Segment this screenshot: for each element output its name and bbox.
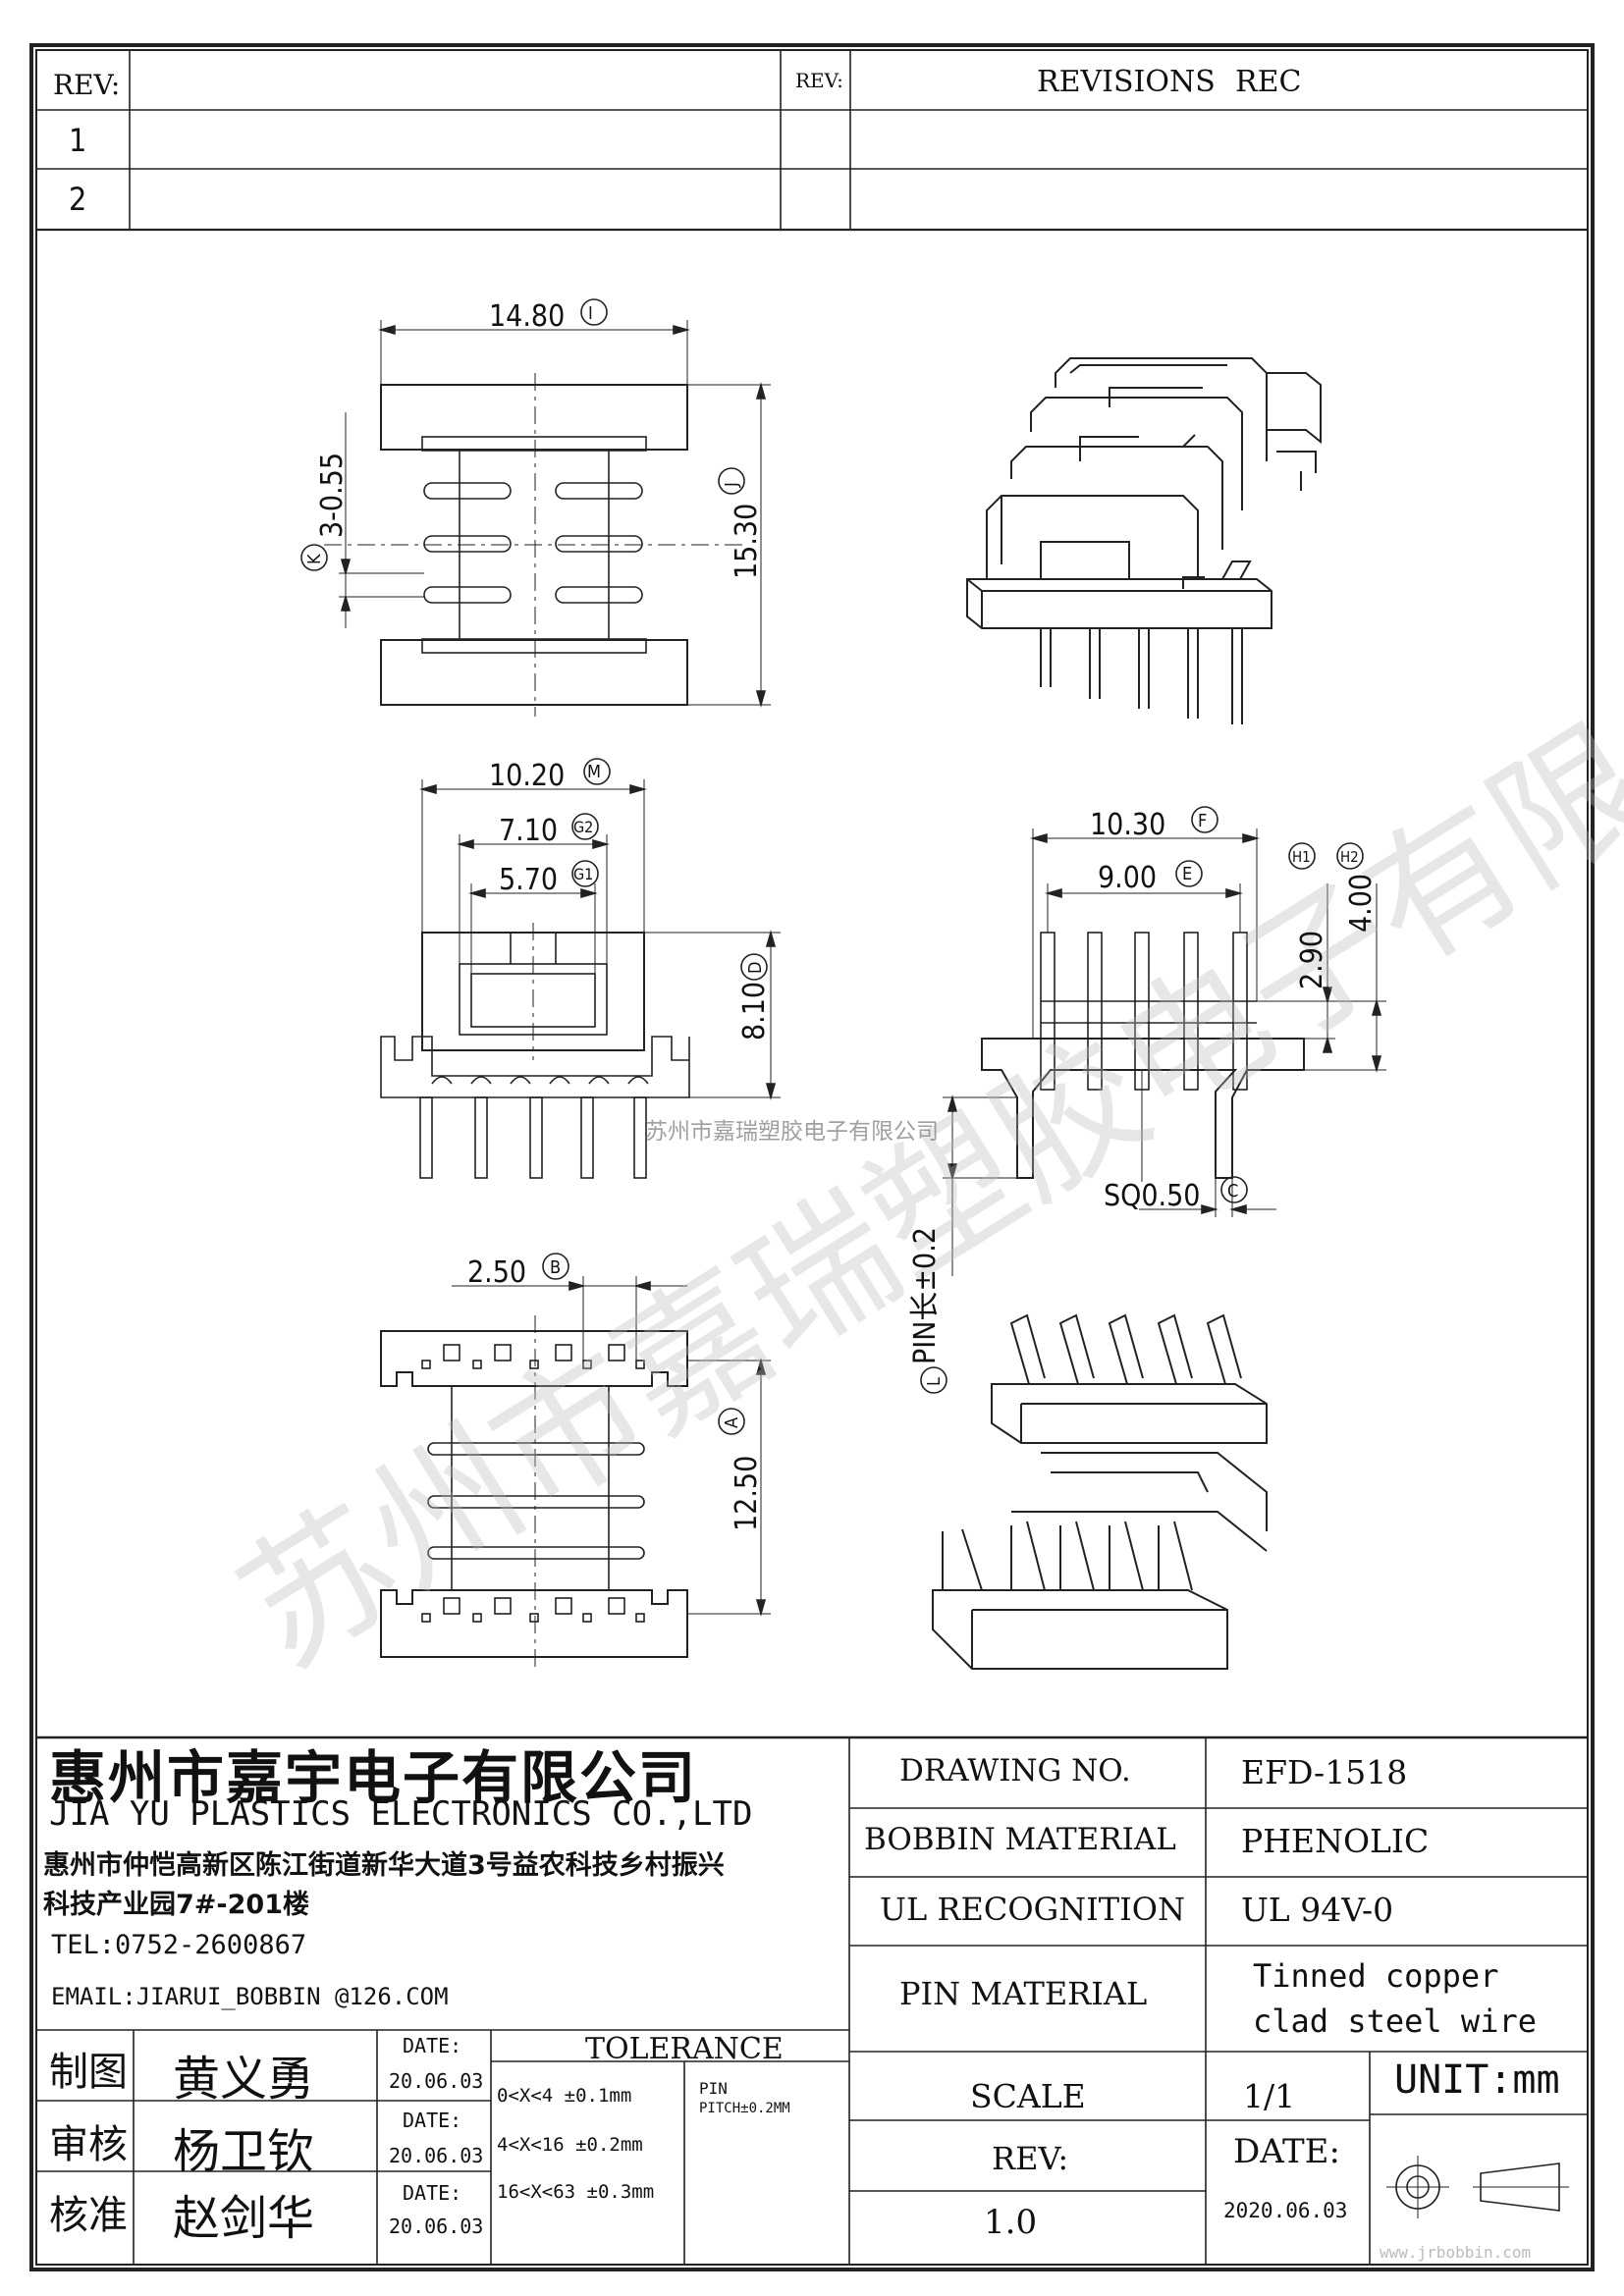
material-value: PHENOLIC: [1241, 1822, 1430, 1860]
pin-material-label: PIN MATERIAL: [899, 1975, 1148, 2012]
drawing-no-value: EFD-1518: [1241, 1753, 1408, 1791]
top-view: [300, 298, 771, 717]
dim-bottom-pitch: 2.50: [467, 1255, 526, 1290]
scale-value: 1/1: [1243, 2077, 1296, 2115]
dim-side-pitch: 9.00: [1098, 861, 1157, 895]
dim-ref: F: [1198, 811, 1207, 831]
dim-ref: E: [1182, 864, 1192, 884]
ul-value: UL 94V-0: [1241, 1891, 1394, 1929]
signoff-date-label: DATE:: [403, 2034, 462, 2057]
dim-side-width: 10.30: [1090, 808, 1165, 842]
dim-ref: I: [588, 303, 593, 324]
revision-grid: [35, 49, 1589, 232]
isometric-view-top: [966, 357, 1322, 724]
dim-ref: G2: [573, 818, 593, 836]
dim-slot: 3-0.55: [315, 453, 350, 538]
dim-pin-square: SQ0.50: [1104, 1179, 1200, 1213]
dim-mid-g2: 7.10: [499, 814, 558, 848]
date-label: DATE:: [1233, 2132, 1340, 2171]
dim-bottom-height: 12.50: [730, 1456, 764, 1531]
dim-side-h1: 2.90: [1295, 931, 1329, 989]
dim-ref: H2: [1340, 848, 1359, 866]
ul-label: UL RECOGNITION: [880, 1891, 1185, 1928]
bottom-view: [380, 1253, 771, 1669]
company-name-en: JIA YU PLASTICS ELECTRONICS CO.,LTD: [49, 1794, 753, 1834]
signoff-name: 赵剑华: [173, 2191, 315, 2246]
watermark-url: www.jrbobbin.com: [1380, 2243, 1531, 2262]
dim-pin-length: PIN长±0.2: [908, 1227, 943, 1364]
signoff-date-label: DATE:: [403, 2181, 462, 2205]
title-block-grid: [35, 1735, 1589, 2266]
rev-label-small: REV:: [795, 69, 843, 92]
inner-border: [35, 49, 1589, 2266]
dim-ref: J: [722, 482, 742, 488]
dim-ref: M: [587, 762, 601, 782]
scale-label: SCALE: [970, 2077, 1086, 2115]
signoff-date: 20.06.03: [389, 2144, 484, 2167]
dim-ref: A: [722, 1417, 742, 1428]
material-label: BOBBIN MATERIAL: [864, 1822, 1176, 1857]
dim-mid-outer: 10.20: [489, 759, 565, 793]
pin-material-line-1: Tinned copper: [1253, 1957, 1499, 1995]
signoff-name: 黄义勇: [173, 2052, 315, 2107]
front-view: [380, 758, 781, 1179]
dim-ref: L: [924, 1377, 945, 1386]
drawing-no-label: DRAWING NO.: [899, 1753, 1131, 1789]
unit-label: UNIT:mm: [1394, 2057, 1560, 2103]
rev-label: REV:: [53, 69, 121, 101]
dim-ref: K: [304, 554, 325, 564]
dim-ref: D: [745, 962, 766, 974]
watermark-center: 苏州市嘉瑞塑胶电子有限公司: [645, 1119, 939, 1145]
signoff-name: 杨卫钦: [173, 2124, 315, 2179]
dim-ref: B: [550, 1257, 561, 1278]
company-address-2: 科技产业园7#-201楼: [43, 1890, 309, 1920]
tolerance-title: TOLERANCE: [585, 2032, 784, 2066]
dim-mid-g1: 5.70: [499, 863, 558, 897]
tolerance-row: 0<X<4 ±0.1mm: [497, 2085, 632, 2107]
dim-ref: G1: [573, 865, 593, 883]
rev-row-2: 2: [69, 181, 87, 218]
company-name-cn: 惠州市嘉宇电子有限公司: [49, 1744, 698, 1811]
rec-label: REC: [1235, 65, 1302, 99]
rev-label-spec: REV:: [992, 2140, 1069, 2177]
signoff-role: 审核: [49, 2122, 128, 2167]
signoff-role: 制图: [49, 2050, 128, 2095]
dim-side-h2: 4.00: [1344, 874, 1379, 933]
rev-value: 1.0: [984, 2203, 1038, 2242]
isometric-view-bottom: [932, 1313, 1268, 1670]
rev-row-1: 1: [69, 122, 87, 159]
outer-border: [29, 43, 1595, 2271]
revisions-label: REVISIONS: [1037, 65, 1216, 99]
tolerance-pin-label: PIN: [699, 2079, 728, 2098]
company-email: EMAIL:JIARUI_BOBBIN @126.COM: [51, 1983, 449, 2010]
company-tel: TEL:0752-2600867: [51, 1930, 307, 1960]
dim-ref: H1: [1292, 848, 1311, 866]
signoff-date: 20.06.03: [389, 2069, 484, 2093]
date-value: 2020.06.03: [1223, 2199, 1348, 2222]
dim-top-width: 14.80: [489, 299, 565, 334]
company-address-1: 惠州市仲恺高新区陈江街道新华大道3号益农科技乡村振兴: [43, 1850, 725, 1881]
dim-mid-height: 8.10: [737, 982, 772, 1041]
dim-ref: C: [1227, 1181, 1238, 1201]
tolerance-row: 4<X<16 ±0.2mm: [497, 2134, 643, 2156]
signoff-date-label: DATE:: [403, 2109, 462, 2132]
signoff-role: 核准: [49, 2193, 128, 2238]
dim-top-height: 15.30: [730, 504, 764, 579]
tolerance-row: 16<X<63 ±0.3mm: [497, 2181, 655, 2203]
tolerance-pin-pitch: PITCH±0.2MM: [699, 2101, 790, 2116]
pin-material-line-2: clad steel wire: [1253, 2002, 1537, 2040]
projection-symbol-icon: [1386, 2156, 1569, 2218]
side-view: [920, 806, 1386, 1394]
signoff-date: 20.06.03: [389, 2215, 484, 2238]
